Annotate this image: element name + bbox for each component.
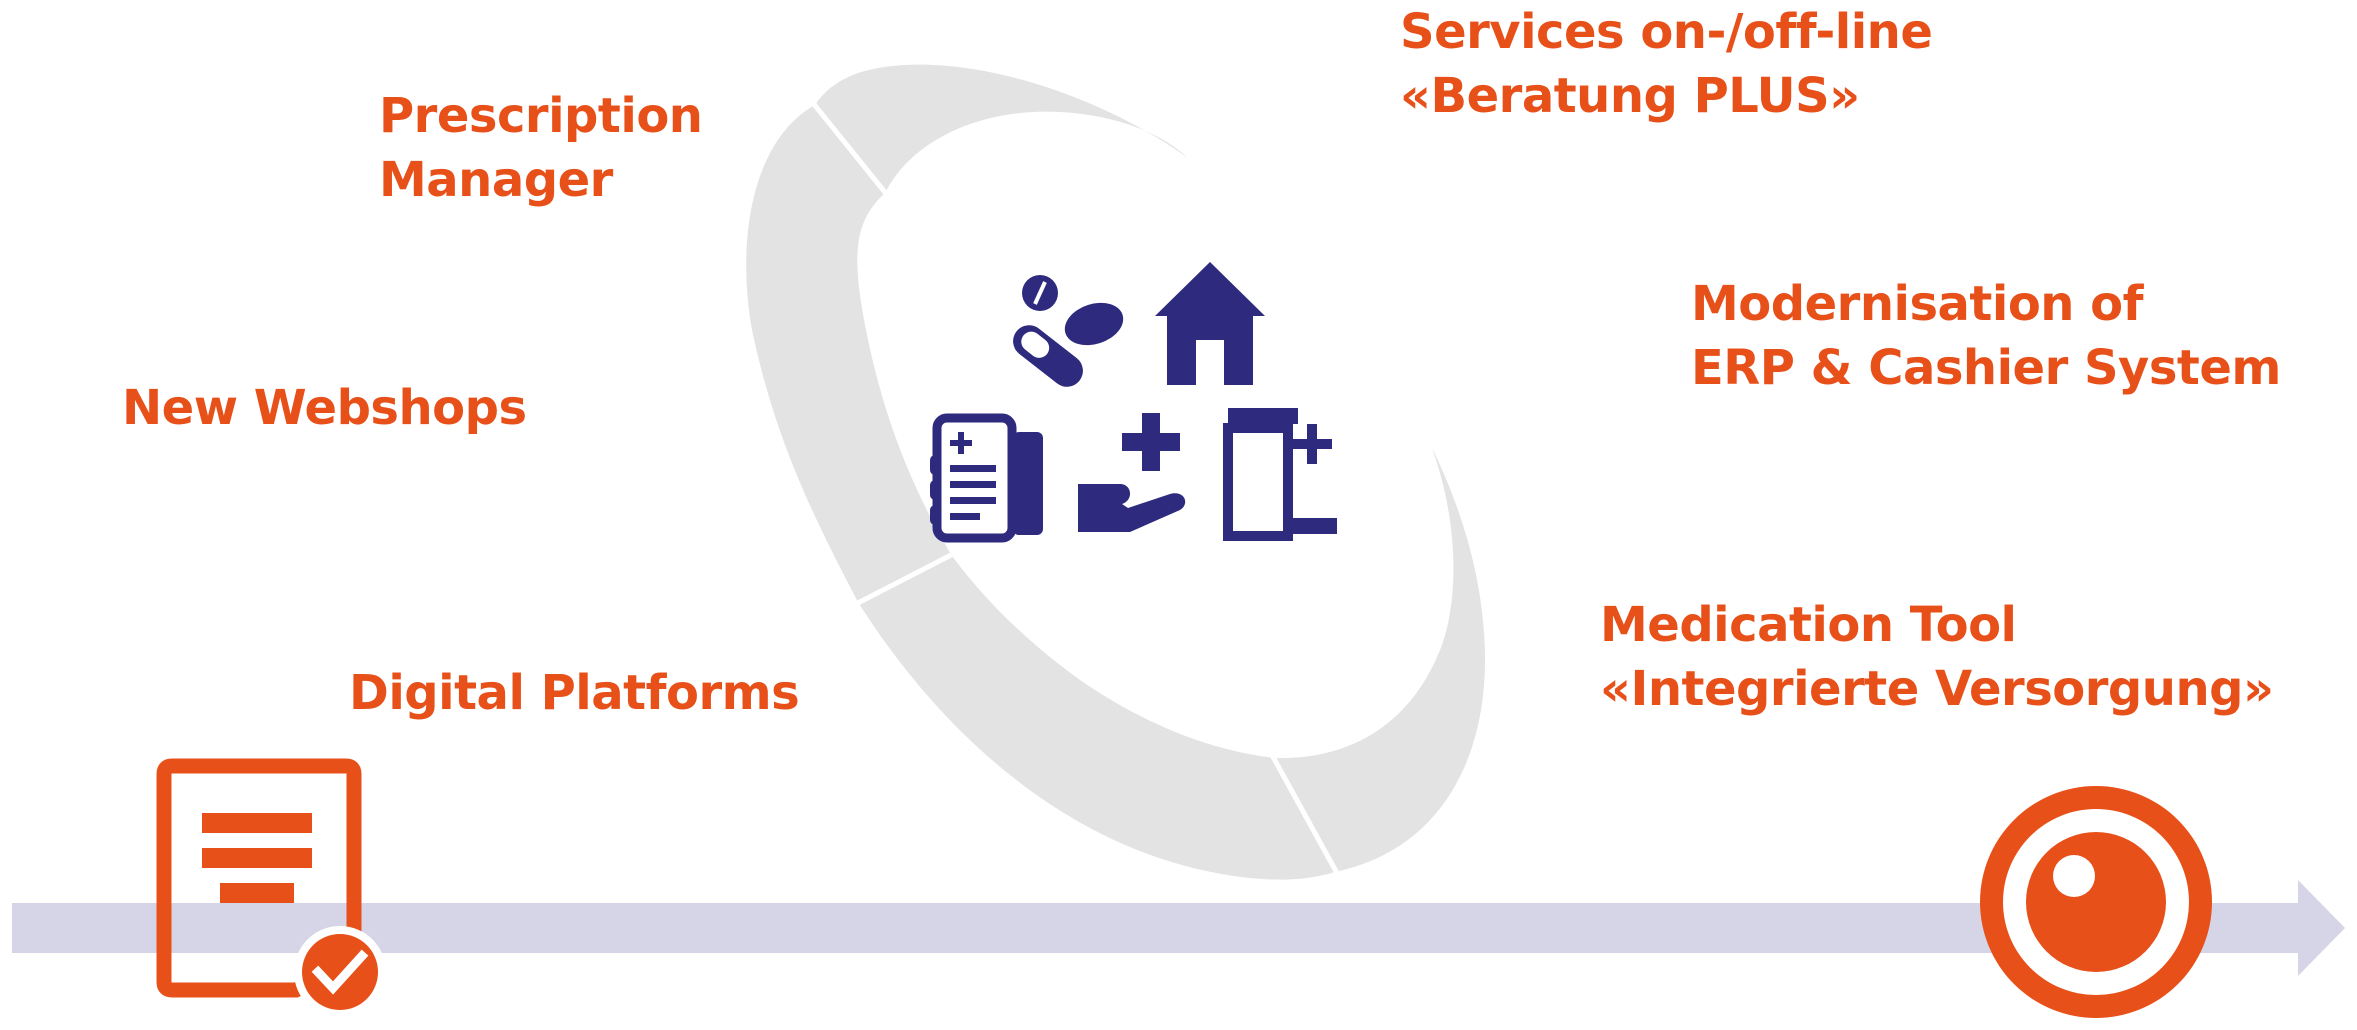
label-line: «Integrierte Versorgung» (1600, 661, 2274, 717)
target-eye-icon (1980, 786, 2212, 1018)
phone-prescription-icon (930, 413, 1043, 543)
label-digital-platforms: Digital Platforms (349, 661, 800, 725)
ring-separators (811, 101, 1341, 877)
center-icons (930, 262, 1337, 543)
label-line: ERP & Cashier System (1691, 340, 2281, 396)
label-line: Manager (379, 152, 613, 208)
ring (746, 64, 1485, 880)
medicine-bottle-icon (1223, 408, 1337, 541)
label-erp: Modernisation of ERP & Cashier System (1691, 272, 2281, 400)
label-medication-tool: Medication Tool «Integrierte Versorgung» (1600, 593, 2274, 721)
timeline-arrow (12, 880, 2345, 976)
label-line: New Webshops (122, 380, 527, 436)
label-prescription-manager: Prescription Manager (379, 84, 703, 212)
label-line: Modernisation of (1691, 276, 2144, 332)
ring-segment-top (815, 64, 1188, 193)
label-services: Services on-/off-line «Beratung PLUS» (1400, 0, 1933, 128)
ring-segment-bottom (858, 556, 1335, 880)
label-line: «Beratung PLUS» (1400, 68, 1860, 124)
label-line: Services on-/off-line (1400, 4, 1933, 60)
ring-segment-left (746, 105, 952, 602)
label-line: Digital Platforms (349, 665, 800, 721)
hand-plus-icon (1078, 413, 1186, 532)
pills-icon (1013, 275, 1124, 387)
label-line: Medication Tool (1600, 597, 2017, 653)
document-check-icon (156, 758, 386, 1018)
label-new-webshops: New Webshops (122, 376, 527, 440)
house-icon (1155, 262, 1265, 385)
label-line: Prescription (379, 88, 703, 144)
ring-segment-right (1275, 448, 1485, 872)
